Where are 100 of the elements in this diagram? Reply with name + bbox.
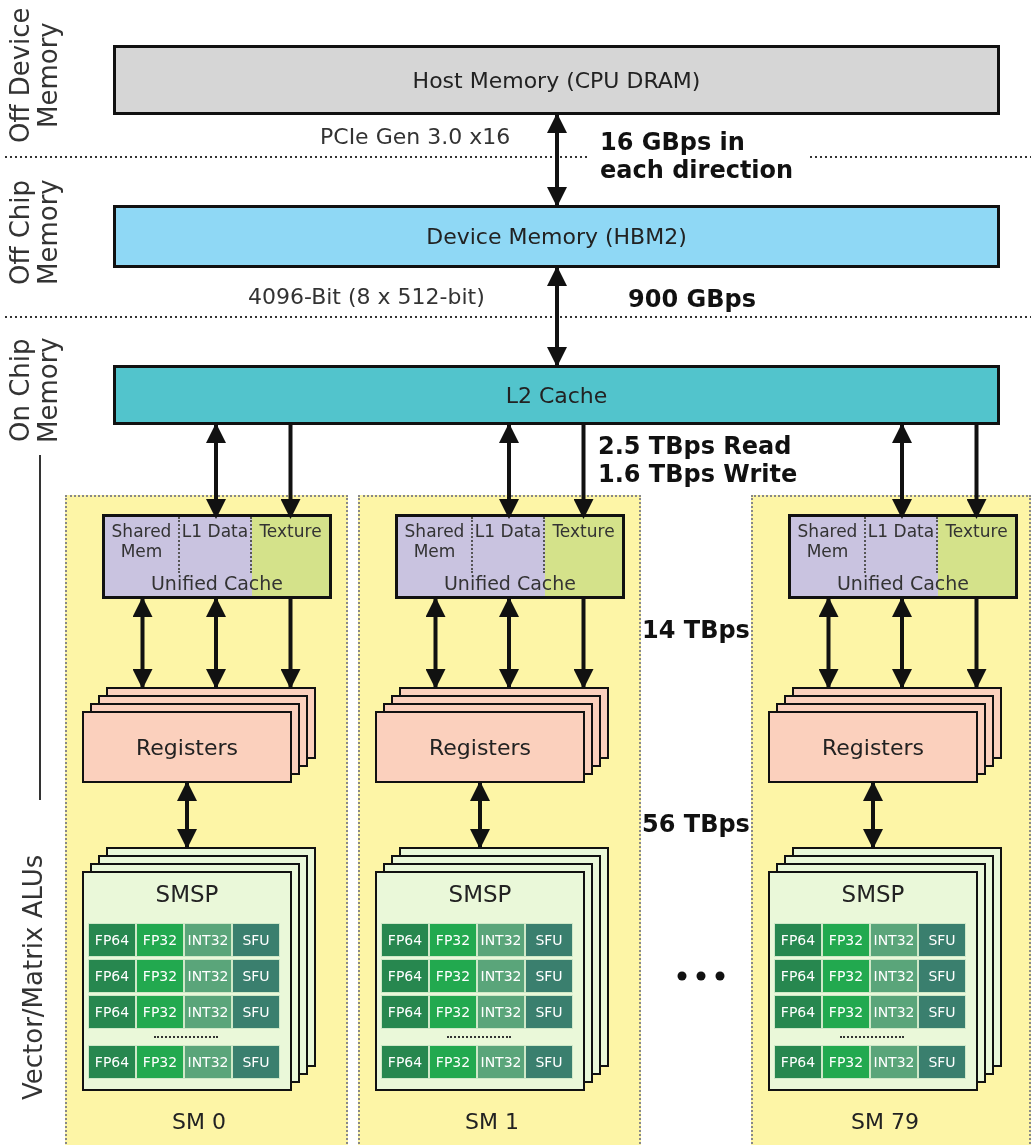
unit-cell: SFU [918, 923, 966, 957]
unit-cell: FP32 [822, 923, 870, 957]
bandwidth-label: 14 TBps [642, 616, 750, 644]
register-stack [768, 687, 1002, 783]
unit-cell: FP32 [429, 923, 477, 957]
double-arrow [499, 597, 519, 689]
unit-cell: SFU [918, 1045, 966, 1079]
section-label: Texture [258, 521, 323, 541]
sm-label: SM 79 [850, 1109, 920, 1134]
unit-cell: INT32 [870, 1045, 918, 1079]
unit-cell: SFU [525, 1045, 573, 1079]
cache-label: Unified Cache [149, 572, 285, 594]
bus-label: PCIe Gen 3.0 x16 [320, 124, 511, 149]
section-label: L1 Data [180, 521, 250, 541]
cache-label: Unified Cache [442, 572, 578, 594]
double-arrow [470, 781, 490, 849]
sm-label: SM 1 [464, 1109, 520, 1134]
sm-panel [358, 495, 641, 1145]
register-label: Registers [428, 734, 531, 760]
double-arrow [892, 423, 912, 519]
section-label: Shared Mem [110, 521, 173, 561]
unit-cell: FP64 [381, 923, 429, 957]
section-label: L1 Data [473, 521, 543, 541]
unit-cell: FP32 [429, 1045, 477, 1079]
cache-section [866, 517, 938, 573]
unit-cell: FP64 [774, 923, 822, 957]
section-label: L1 Data [866, 521, 936, 541]
double-arrow [547, 266, 567, 367]
unit-cell: INT32 [870, 995, 918, 1029]
bus-label: 4096-Bit (8 x 512-bit) [248, 284, 485, 309]
double-arrow [132, 597, 153, 689]
register-label: Registers [135, 734, 238, 760]
arrow [966, 425, 987, 519]
double-arrow [818, 597, 839, 689]
level-label: Vector/Matrix ALUs [20, 853, 49, 1103]
unit-cell: SFU [232, 995, 280, 1029]
cache-section [180, 517, 252, 573]
unit-cell: INT32 [184, 995, 232, 1029]
unit-cell: FP32 [429, 995, 477, 1029]
arrow [573, 425, 594, 519]
unit-cell: INT32 [184, 959, 232, 993]
unit-cell: FP64 [88, 923, 136, 957]
unit-cell: SFU [918, 995, 966, 1029]
cache-label: Unified Cache [835, 572, 971, 594]
unit-cell: FP32 [136, 1045, 184, 1079]
unit-cell: SFU [525, 959, 573, 993]
unit-cell: SFU [232, 1045, 280, 1079]
sm-label: SM 0 [171, 1109, 227, 1134]
section-label: Shared Mem [796, 521, 859, 561]
unit-cell: FP64 [88, 1045, 136, 1079]
unit-cell: INT32 [184, 1045, 232, 1079]
host-memory-bar: Host Memory (CPU DRAM) [113, 45, 1000, 115]
unit-cell: SFU [232, 923, 280, 957]
smsp-stack [768, 847, 1002, 1091]
double-arrow [892, 597, 912, 689]
unified-cache-box [395, 514, 625, 599]
arrow [966, 599, 987, 689]
double-arrow [499, 423, 519, 519]
double-arrow [547, 113, 567, 207]
arrow [573, 599, 594, 689]
double-arrow [206, 423, 226, 519]
unit-cell: INT32 [184, 923, 232, 957]
unit-cell: FP32 [429, 959, 477, 993]
unit-cell: INT32 [477, 1045, 525, 1079]
unit-cell: SFU [232, 959, 280, 993]
register-stack [375, 687, 609, 783]
unit-cell: FP64 [381, 995, 429, 1029]
unit-cell: FP32 [136, 923, 184, 957]
sm-panel [65, 495, 348, 1145]
double-arrow [206, 597, 226, 689]
unit-cell: FP32 [822, 1045, 870, 1079]
smsp-stack [375, 847, 609, 1091]
cache-bar: L2 Cache [113, 365, 1000, 425]
unit-cell: FP64 [774, 1045, 822, 1079]
double-arrow [425, 597, 446, 689]
section-label: Texture [944, 521, 1009, 541]
unit-cell: FP32 [136, 995, 184, 1029]
unit-cell: FP64 [774, 959, 822, 993]
unified-cache-box [788, 514, 1018, 599]
unit-cell: FP64 [88, 959, 136, 993]
unit-cell: SFU [525, 923, 573, 957]
cache-section [473, 517, 545, 573]
unit-cell: FP64 [774, 995, 822, 1029]
unit-cell: INT32 [477, 995, 525, 1029]
unit-cell: FP64 [381, 1045, 429, 1079]
level-label: Off Chip Memory [6, 178, 64, 288]
smsp-title: SMSP [447, 881, 513, 907]
unit-cell: INT32 [477, 923, 525, 957]
unified-cache-box [102, 514, 332, 599]
unit-cell: FP32 [822, 995, 870, 1029]
arrow [280, 425, 301, 519]
unit-cell: FP32 [136, 959, 184, 993]
register-stack [82, 687, 316, 783]
unit-cell: SFU [918, 959, 966, 993]
unit-cell: SFU [525, 995, 573, 1029]
smsp-title: SMSP [154, 881, 220, 907]
unit-cell: INT32 [870, 959, 918, 993]
smsp-stack [82, 847, 316, 1091]
unit-cell: FP64 [381, 959, 429, 993]
double-arrow [177, 781, 197, 849]
